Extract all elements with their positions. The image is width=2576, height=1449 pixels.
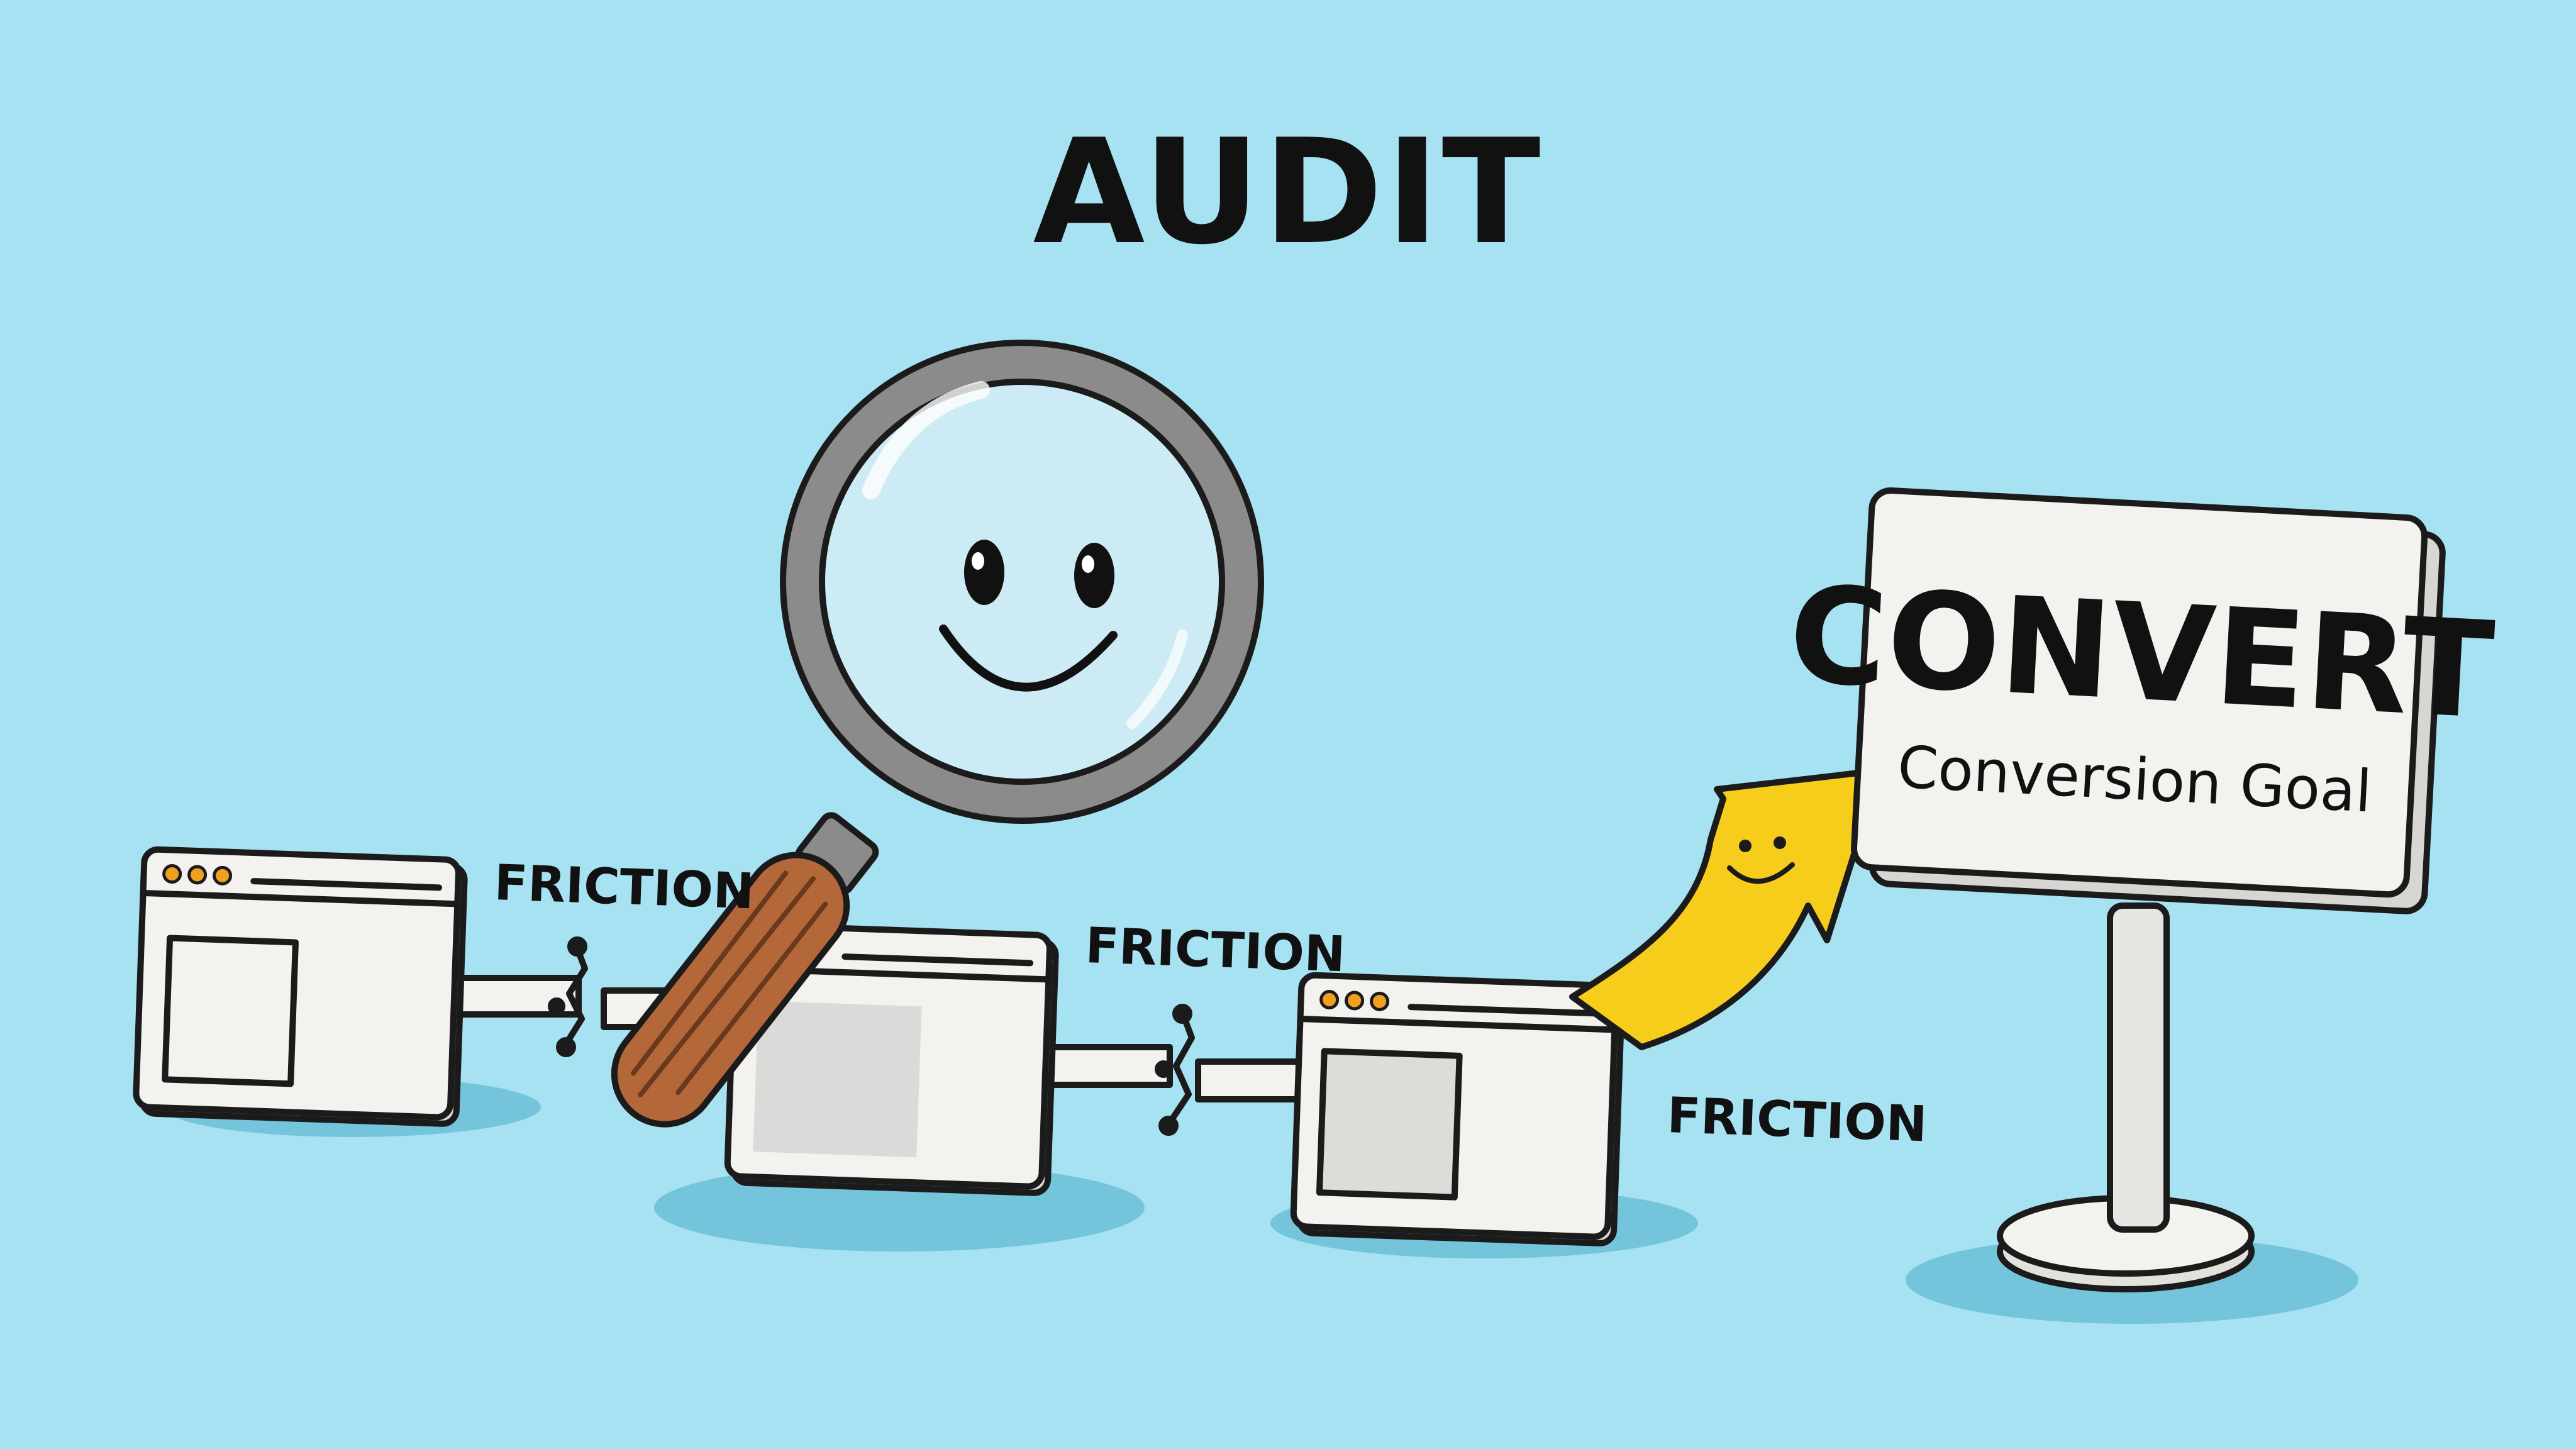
smiley-face-icon [1727,836,1795,884]
window-dot [213,865,233,886]
signpost-icon: CONVERT Conversion Goal [1785,487,2497,1292]
arrow-up-right-icon [1569,767,1884,1050]
connector-2 [1035,1004,1324,1136]
window-dot [162,864,182,884]
window-dot [1345,991,1365,1011]
broken-link-icon [548,936,588,1057]
window-dot [187,865,208,885]
page-title: AUDIT [1033,109,1543,277]
friction-label: FRICTION [1084,918,1346,983]
magnifying-glass-icon [611,340,1264,1128]
browser-window-icon [724,921,1059,1196]
sign-title: CONVERT [1785,557,2497,748]
friction-label: FRICTION [493,855,755,920]
window-dot [1319,990,1340,1010]
window-dot [1370,991,1390,1011]
ground-shadows [164,1077,2358,1324]
browser-window-icon [133,846,468,1127]
browser-window-icon [1290,972,1625,1246]
smiley-face-icon [939,540,1118,692]
broken-link-icon [1155,1004,1195,1136]
friction-label: FRICTION [1666,1087,1928,1153]
